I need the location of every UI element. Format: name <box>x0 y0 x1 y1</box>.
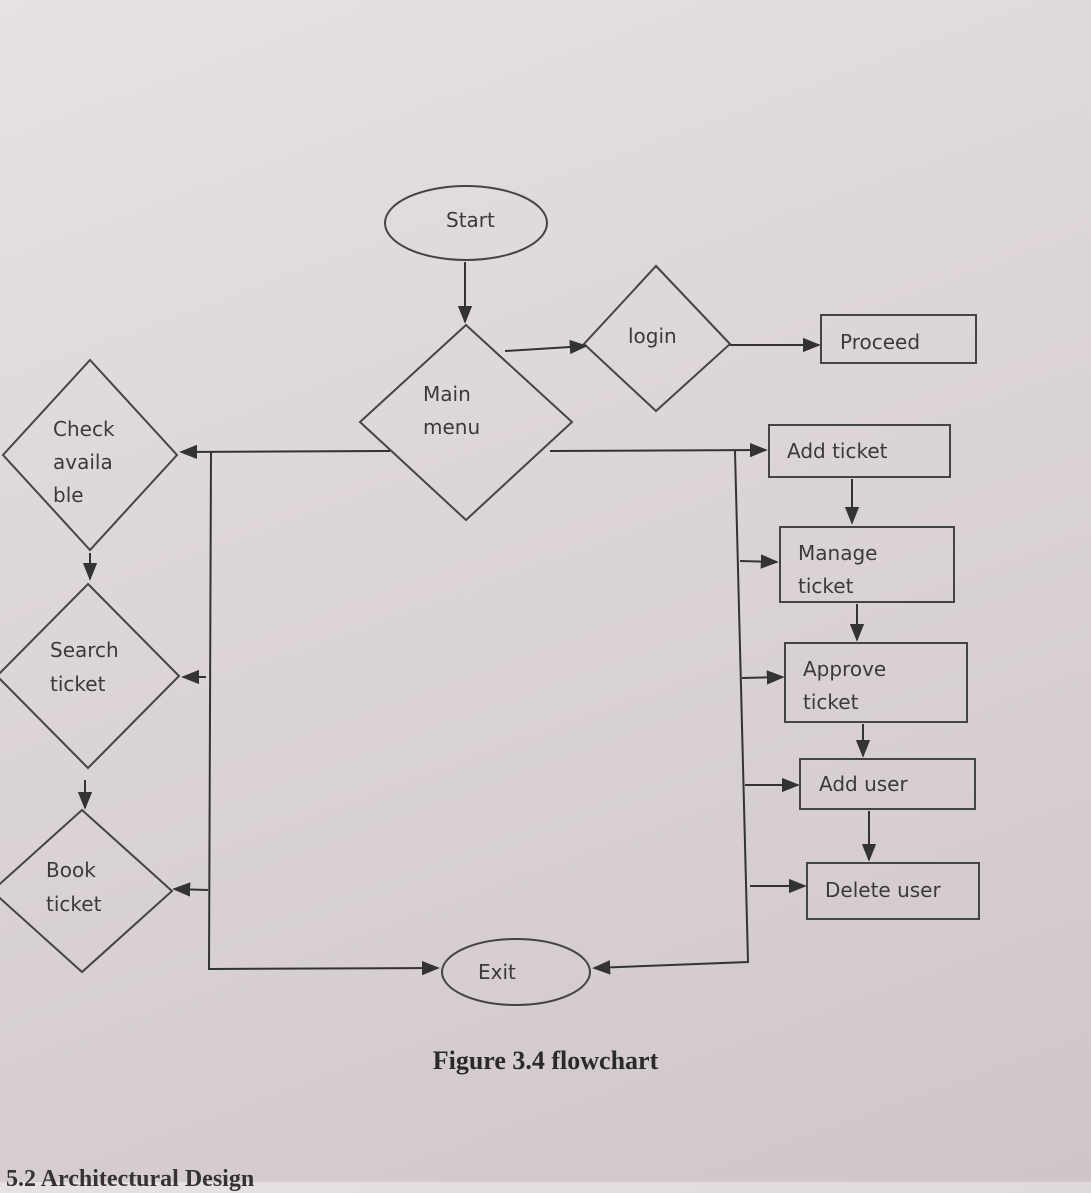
book-ticket-label-line1: Book <box>46 858 96 882</box>
book-ticket-label-line2: ticket <box>46 892 102 916</box>
add-ticket-label: Add ticket <box>787 439 888 463</box>
search-ticket-label-line1: Search <box>50 638 119 662</box>
exit-node: Exit <box>441 938 591 1006</box>
edge-trunk-to-manage-ticket <box>739 554 779 569</box>
delete-user-node: Delete user <box>806 862 980 920</box>
main-menu-label-line1: Main <box>423 382 471 406</box>
edge-main-menu-left-branch <box>179 444 391 460</box>
manage-ticket-node: Manage ticket <box>779 526 955 603</box>
check-available-node: Check availa ble <box>1 358 179 552</box>
flow-edges <box>77 262 877 976</box>
login-node: login <box>582 264 732 413</box>
proceed-node: Proceed <box>820 314 977 364</box>
check-available-label-line1: Check <box>53 417 115 441</box>
add-ticket-node: Add ticket <box>768 424 951 478</box>
next-section-heading: 5.2 Architectural Design <box>6 1166 255 1192</box>
proceed-label: Proceed <box>840 330 920 354</box>
approve-ticket-label-line1: Approve <box>803 657 886 681</box>
main-menu-label-line2: menu <box>423 415 480 439</box>
start-label: Start <box>446 208 495 232</box>
manage-ticket-label-line1: Manage <box>798 541 877 565</box>
edge-left-trunk <box>207 451 440 976</box>
manage-ticket-label-line2: ticket <box>798 574 854 598</box>
approve-ticket-label-line2: ticket <box>803 690 859 714</box>
book-ticket-node: Book ticket <box>0 808 174 974</box>
edge-main-menu-to-add-ticket <box>549 442 768 458</box>
figure-caption: Figure 3.4 flowchart <box>432 1046 659 1075</box>
add-user-label: Add user <box>819 772 908 796</box>
check-available-label-line2: availa <box>53 450 113 474</box>
edge-right-trunk-to-exit <box>592 450 750 975</box>
search-ticket-node: Search ticket <box>0 582 181 770</box>
check-available-label-line3: ble <box>53 483 84 507</box>
add-user-node: Add user <box>799 758 976 810</box>
edge-trunk-to-book-ticket <box>172 882 209 897</box>
edge-main-menu-to-login <box>504 339 588 355</box>
edge-trunk-to-approve-ticket <box>741 670 785 685</box>
search-ticket-label-line2: ticket <box>50 672 106 696</box>
delete-user-label: Delete user <box>825 878 941 902</box>
login-label: login <box>628 324 677 348</box>
start-node: Start <box>384 185 548 261</box>
approve-ticket-node: Approve ticket <box>784 642 968 723</box>
main-menu-node: Main menu <box>358 323 574 522</box>
exit-label: Exit <box>478 960 516 984</box>
